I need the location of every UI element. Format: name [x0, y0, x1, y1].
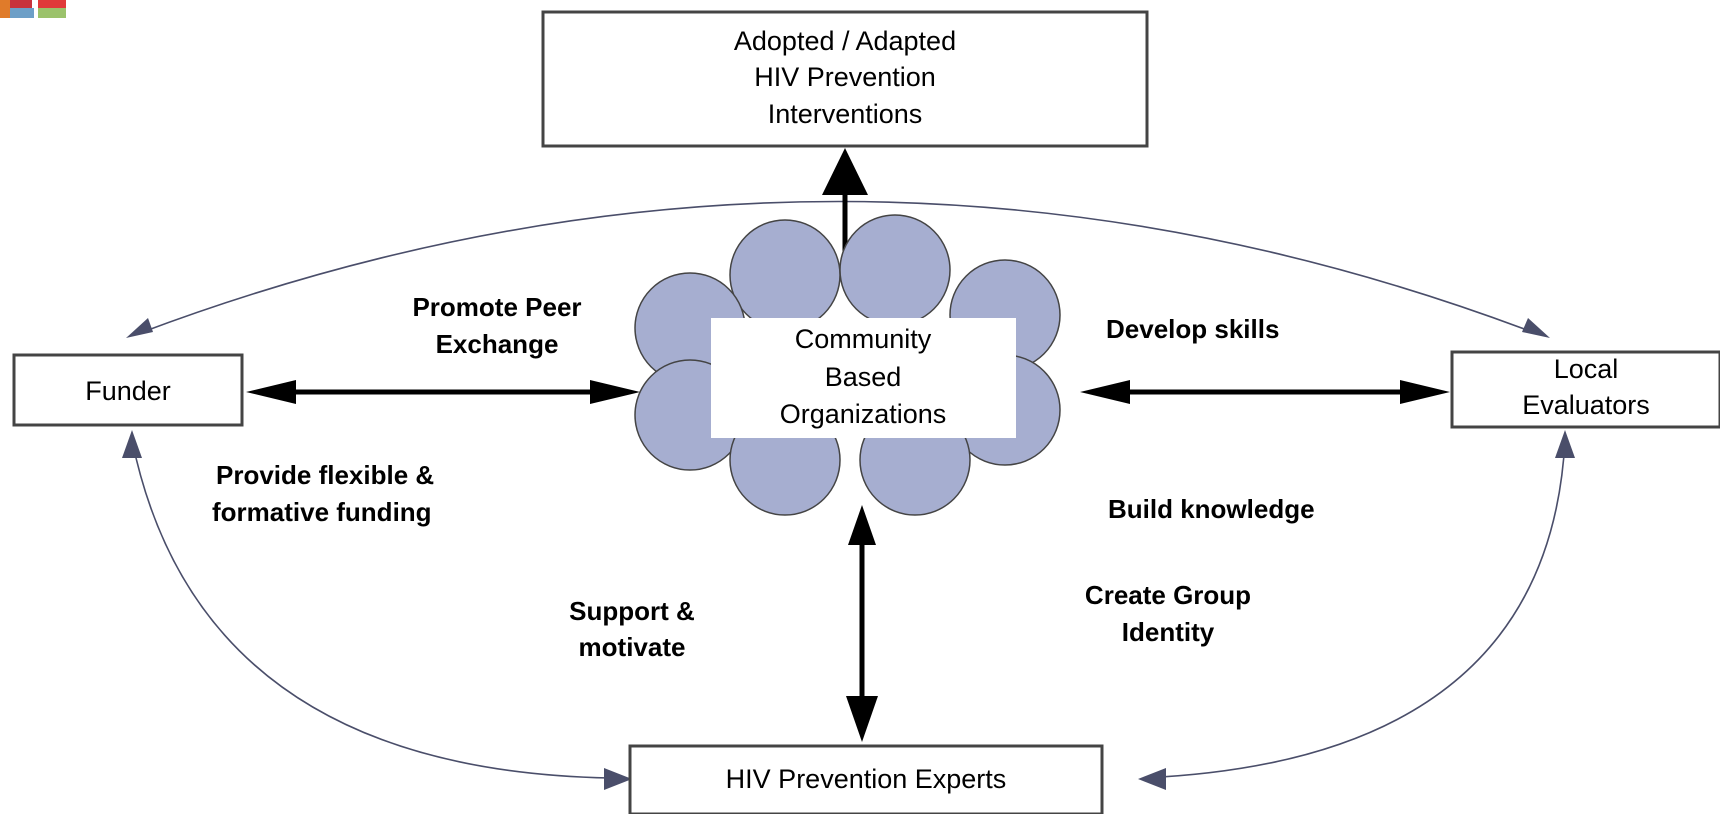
label-support-2: motivate: [579, 632, 686, 662]
arc-left: [131, 439, 611, 779]
arc-top: [139, 200, 1536, 334]
label-group-identity-1: Create Group: [1085, 580, 1251, 610]
label-flexible-funding-1: Provide flexible &: [216, 460, 434, 490]
logo-square-1: [0, 0, 10, 8]
arrow-funder-cbo-head-right: [590, 380, 640, 404]
arc-top-right-head: [1522, 318, 1550, 338]
arc-right-left-head: [1138, 768, 1166, 790]
arrow-cbo-experts-head-down: [846, 696, 878, 742]
interventions-line-3: Interventions: [768, 99, 923, 129]
petal: [729, 219, 841, 331]
arrow-cbo-evaluators-head-right: [1400, 380, 1450, 404]
arc-right-up-head: [1555, 430, 1575, 458]
funder-node: Funder: [12, 353, 244, 427]
arrow-funder-cbo-head-left: [246, 380, 296, 404]
logo-square-6: [38, 8, 66, 18]
label-develop-skills: Develop skills: [1106, 314, 1279, 344]
experts-label: HIV Prevention Experts: [726, 764, 1007, 794]
experts-node: HIV Prevention Experts: [628, 744, 1104, 814]
logo-square-4: [0, 8, 10, 18]
label-peer-exchange-1: Promote Peer: [412, 292, 581, 322]
petal: [839, 214, 951, 326]
logo-square-3: [38, 0, 66, 8]
evaluators-node: Local Evaluators: [1450, 350, 1720, 429]
cbo-line-1: Community: [795, 324, 932, 354]
interventions-node: Adopted / Adapted HIV Prevention Interve…: [541, 10, 1149, 148]
logo-square-2: [10, 0, 32, 8]
interventions-line-1: Adopted / Adapted: [734, 26, 956, 56]
arc-top-left-head: [126, 318, 153, 338]
arrow-cbo-evaluators-head-left: [1080, 380, 1130, 404]
logo-square-5: [10, 8, 34, 18]
evaluators-line-1: Local: [1554, 354, 1619, 384]
funder-label: Funder: [85, 376, 171, 406]
label-peer-exchange-2: Exchange: [436, 329, 559, 359]
label-group-identity-2: Identity: [1122, 617, 1215, 647]
arrow-cbo-experts-head-up: [848, 505, 876, 545]
arc-right: [1142, 439, 1566, 779]
label-flexible-funding-2: formative funding: [212, 497, 432, 527]
cbo-node: Community Based Organizations: [711, 318, 1016, 438]
label-build-knowledge: Build knowledge: [1108, 494, 1315, 524]
cbo-line-3: Organizations: [780, 399, 947, 429]
arc-left-right-head: [604, 768, 632, 790]
arc-left-up-head: [122, 430, 142, 458]
label-support-1: Support &: [569, 596, 695, 626]
logo: [0, 0, 66, 18]
cbo-line-2: Based: [825, 362, 902, 392]
evaluators-line-2: Evaluators: [1522, 390, 1650, 420]
arrow-cbo-to-interventions-head: [822, 148, 868, 195]
interventions-line-2: HIV Prevention: [754, 62, 936, 92]
